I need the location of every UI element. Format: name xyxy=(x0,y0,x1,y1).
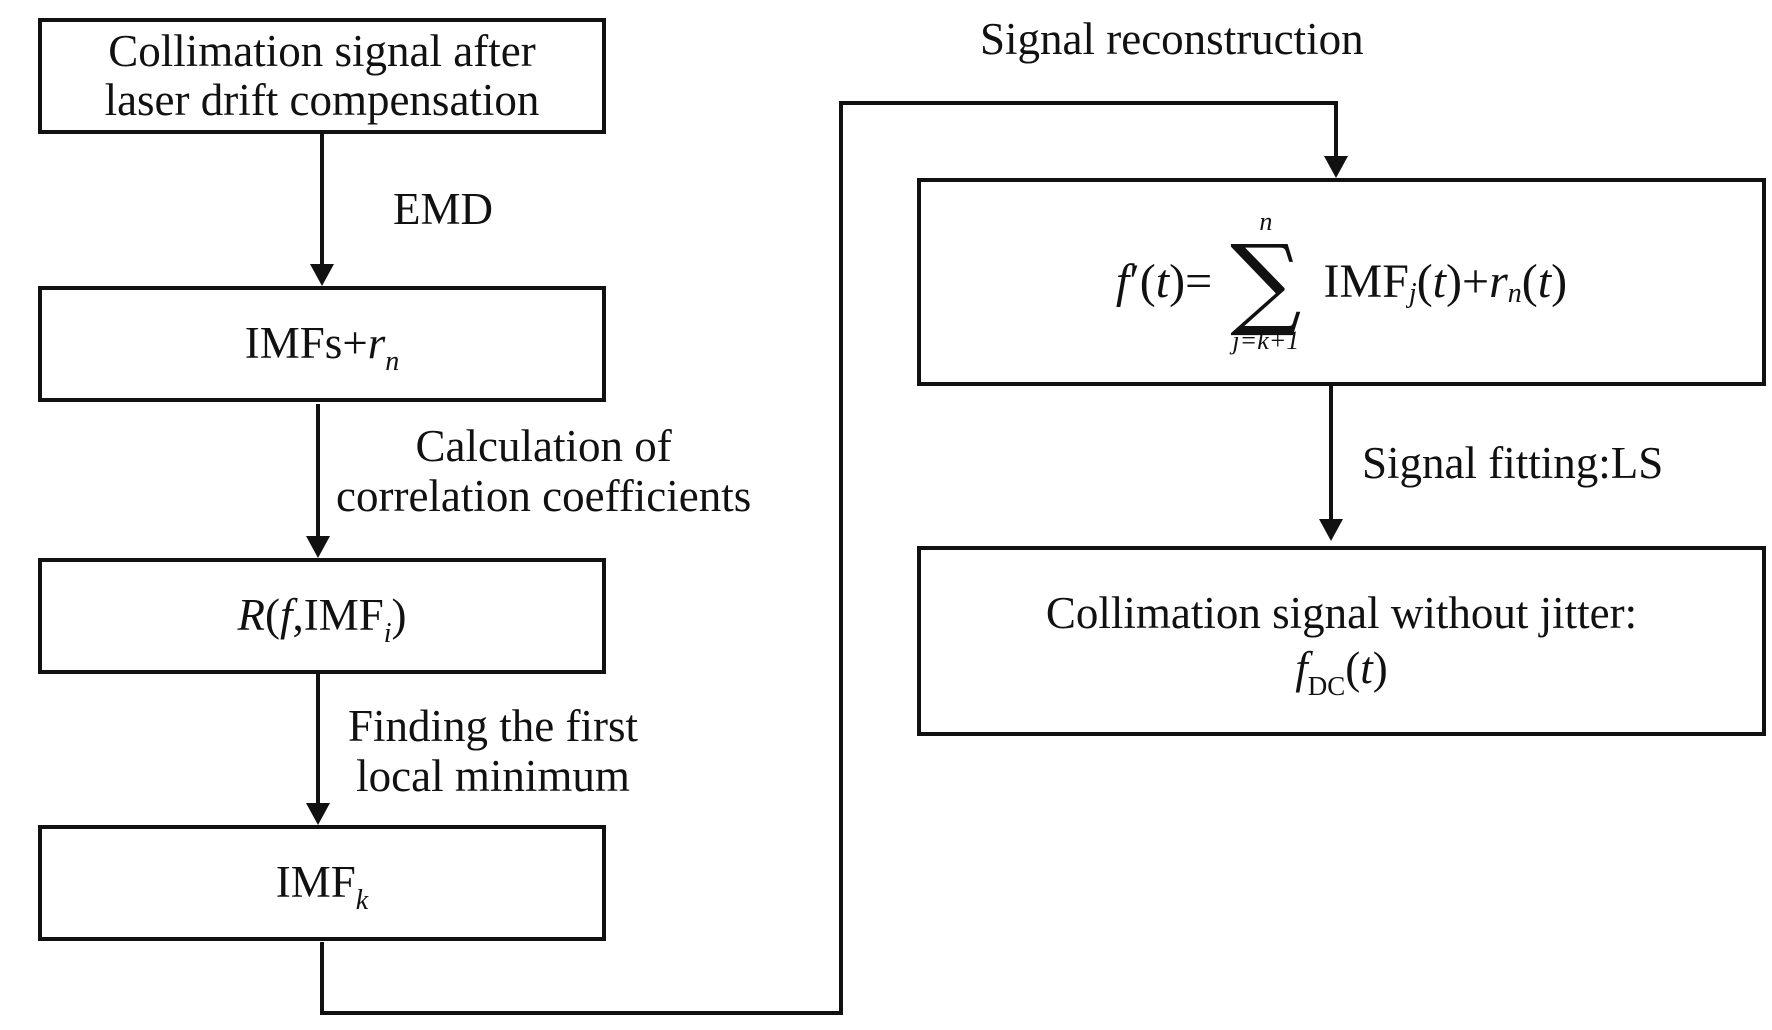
formula-plus: )+ xyxy=(1446,254,1490,308)
box6-t: t xyxy=(1360,643,1373,693)
box2-base: IMFs+ xyxy=(244,318,368,369)
box1-line2: laser drift compensation xyxy=(104,75,540,125)
label-calc-line1: Calculation of xyxy=(415,421,672,471)
box1-line1: Collimation signal after xyxy=(108,25,536,76)
box4-base: IMF xyxy=(275,857,356,908)
sum-upper-limit: n xyxy=(1259,207,1273,237)
arrowhead-b6 xyxy=(1319,519,1343,541)
box3-r: R xyxy=(237,590,265,641)
box-correlation: R(f,IMFi) xyxy=(38,558,606,674)
wire-b4-to-b5 xyxy=(320,101,1338,1015)
formula-r-sub: n xyxy=(1507,277,1522,309)
box-imf-k: IMFk xyxy=(38,825,606,941)
formula-imf: IMF xyxy=(1323,254,1409,308)
formula-r: r xyxy=(1489,254,1508,308)
label-find-line1: Finding the first xyxy=(348,701,638,751)
box3-open: ( xyxy=(264,590,280,641)
box4-sub: k xyxy=(355,885,369,917)
box6-open: ( xyxy=(1345,643,1361,693)
box6-line2: fDC(t) xyxy=(1295,643,1388,701)
box3-f: f xyxy=(279,590,293,641)
box3-sub: i xyxy=(383,618,392,650)
box6-line1: Collimation signal without jitter: xyxy=(1045,587,1638,638)
box3-imf: ,IMF xyxy=(292,590,384,641)
sum-lower-limit: j=k+1 xyxy=(1232,326,1300,355)
arrowhead-b3 xyxy=(306,536,330,558)
box6-sub: DC xyxy=(1307,671,1346,701)
formula-lhs-t: t xyxy=(1155,254,1170,308)
label-signal-reconstruction: Signal reconstruction xyxy=(980,14,1364,64)
box2-var: r xyxy=(367,318,386,369)
formula-lhs-prime: ′( xyxy=(1129,254,1156,308)
sigma-symbol: ∑ xyxy=(1230,223,1302,340)
formula-open2: ( xyxy=(1521,254,1538,308)
arrowhead-b2 xyxy=(310,264,334,286)
formula-open: ( xyxy=(1416,254,1433,308)
formula-close: ) xyxy=(1551,254,1568,308)
box-imfs-residual: IMFs+rn xyxy=(38,286,606,402)
box-signal-without-jitter: Collimation signal without jitter: fDC(t… xyxy=(917,546,1766,736)
arrowhead-b4 xyxy=(306,803,330,825)
formula-lhs-f: f xyxy=(1115,254,1130,308)
label-calculation: Calculation of correlation coefficients xyxy=(336,421,751,522)
formula-t: t xyxy=(1432,254,1447,308)
formula-t2: t xyxy=(1537,254,1552,308)
box2-sub: n xyxy=(385,346,400,378)
box-collimation-signal-input: Collimation signal after laser drift com… xyxy=(38,18,606,134)
label-find-line2: local minimum xyxy=(356,751,630,802)
box2-expression: IMFs+rn xyxy=(244,318,399,378)
box6-f: f xyxy=(1295,643,1308,693)
label-signal-fitting: Signal fitting:LS xyxy=(1362,438,1664,488)
formula-imf-sub: j xyxy=(1408,277,1417,309)
arrowhead-b5 xyxy=(1324,156,1348,178)
formula-lhs-close: )= xyxy=(1169,254,1213,308)
box4-expression: IMFk xyxy=(275,857,368,917)
box6-close: ) xyxy=(1372,643,1388,693)
label-calc-line2: correlation coefficients xyxy=(336,471,752,522)
box3-close: ) xyxy=(391,590,407,641)
label-finding: Finding the first local minimum xyxy=(348,701,638,802)
label-emd: EMD xyxy=(393,184,493,234)
summation: n ∑ j=k+1 xyxy=(1230,208,1301,355)
box3-expression: R(f,IMFi) xyxy=(237,590,407,650)
